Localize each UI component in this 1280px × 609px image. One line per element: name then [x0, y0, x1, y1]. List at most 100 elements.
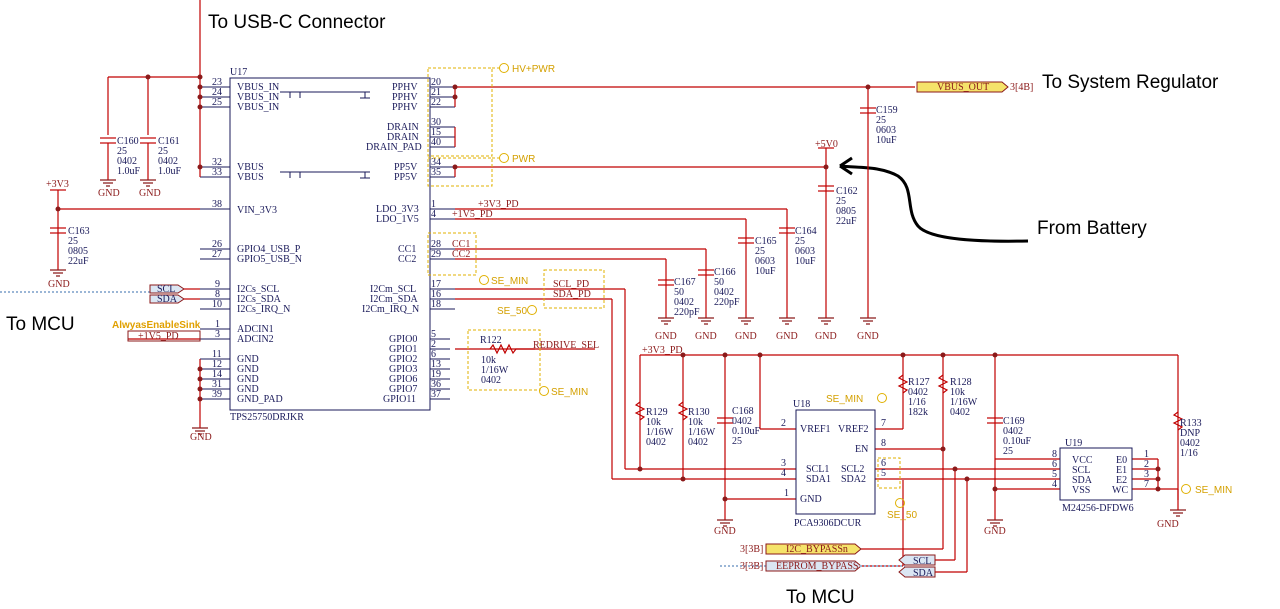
port-sda: SDA	[157, 294, 178, 305]
gnd-label: GND	[735, 331, 757, 342]
cap-voltage: 25	[836, 196, 846, 207]
u17-pin-num: 27	[212, 249, 222, 260]
cap-package: 0402	[117, 156, 137, 167]
svg-text:2: 2	[1144, 459, 1149, 470]
u17-pin-num: 13	[431, 359, 441, 370]
battery-arrow	[839, 156, 1029, 243]
vbus-out-port	[916, 81, 1009, 93]
svg-text:6: 6	[1052, 459, 1057, 470]
res-power: 1/16W	[481, 365, 509, 376]
cap-voltage: 25	[755, 246, 765, 257]
cap-ref: C163	[68, 226, 90, 237]
wires	[57, 0, 1179, 573]
u17-pin-num: 15	[431, 127, 441, 138]
u17-pin-name: PPHV	[392, 92, 418, 103]
cap-package: 0805	[68, 246, 88, 257]
res-package: 0402	[688, 437, 708, 448]
gnd-label: GND	[48, 279, 70, 290]
cap-voltage: 25	[117, 146, 127, 157]
u17-pin-num: 24	[212, 87, 222, 98]
u17-pin-num: 25	[212, 97, 222, 108]
gnd-label: GND	[776, 331, 798, 342]
cap-ref: C160	[117, 136, 139, 147]
u17-pin-name: DRAIN	[387, 132, 419, 143]
u17-pin-name: VBUS_IN	[237, 92, 279, 103]
svg-text:VREF1: VREF1	[800, 424, 831, 435]
svg-text:SCL2: SCL2	[841, 464, 864, 475]
cap-ref: C168	[732, 406, 754, 417]
param-pwr: PWR	[512, 154, 535, 165]
u17-pin-num: 20	[431, 77, 441, 88]
res-package: 182k	[908, 407, 928, 418]
cap-package: 0.10uF	[732, 426, 761, 437]
annotation-usb-c: To USB-C Connector	[208, 12, 386, 33]
svg-text:3: 3	[1144, 469, 1149, 480]
svg-text:4: 4	[1052, 479, 1057, 490]
u17-pin-name: PP5V	[394, 162, 418, 173]
u17-pin-name: PPHV	[392, 82, 418, 93]
gnd-label: GND	[815, 331, 837, 342]
u17-pin-name: PPHV	[392, 102, 418, 113]
res-package: 0402	[950, 407, 970, 418]
res-power: 1/16W	[646, 427, 674, 438]
u17-pin-name: GND	[237, 364, 259, 375]
svg-text:SDA2: SDA2	[841, 474, 866, 485]
cap-value: 25	[732, 436, 742, 447]
net-3v3-pd: +3V3_PD	[478, 199, 519, 210]
u17-pin-num: 6	[431, 349, 436, 360]
u17-pin-num: 3	[215, 329, 220, 340]
vbus-out-ref: 3[4B]	[1010, 82, 1033, 93]
res-power: 1/16	[908, 397, 926, 408]
res-value: 10k	[481, 355, 496, 366]
u17-pin-num: 26	[212, 239, 222, 250]
annotation-from-battery: From Battery	[1037, 218, 1147, 239]
capacitors: C160 25 0402 1.0uF C161 25 0402 1.0uF C1…	[50, 105, 1032, 457]
u17-pin-num: 22	[431, 97, 441, 108]
cap-value: 10uF	[795, 256, 816, 267]
u17-body	[229, 77, 431, 411]
left-i2c-ports: SCL SDA	[0, 284, 200, 305]
gnd-label: GND	[655, 331, 677, 342]
svg-text:4: 4	[781, 468, 786, 479]
cap-ref: C166	[714, 267, 736, 278]
svg-text:E1: E1	[1116, 465, 1127, 476]
net-cc2: CC2	[452, 249, 470, 260]
param-se-min-4: SE_MIN	[1195, 485, 1232, 496]
gnd-label: GND	[857, 331, 879, 342]
svg-text:6: 6	[881, 458, 886, 469]
svg-text:5: 5	[881, 468, 886, 479]
gnd-label: GND	[714, 526, 736, 537]
u17-pin-name: DRAIN_PAD	[366, 142, 422, 153]
cap-ref: C167	[674, 277, 696, 288]
cap-value: 10uF	[876, 135, 897, 146]
u17-pin-num: 31	[212, 379, 222, 390]
p1v5-pd-port	[127, 330, 201, 342]
svg-text:SCL: SCL	[1072, 465, 1090, 476]
u17-ref: U17	[230, 67, 247, 78]
u17-pin-num: 9	[215, 279, 220, 290]
u18-ref: U18	[793, 399, 810, 410]
res-ref: R127	[908, 377, 930, 388]
gnd-label: GND	[98, 188, 120, 199]
u17-pin-num: 35	[431, 167, 441, 178]
res-package: 1/16	[1180, 448, 1198, 459]
u17-pin-num: 30	[431, 117, 441, 128]
u17-pin-name: VBUS	[237, 172, 264, 183]
cap-value: 220pF	[714, 297, 740, 308]
net-redrive-sel: REDRIVE_SEL	[533, 340, 599, 351]
u17-pin-name: GPIO4_USB_P	[237, 244, 301, 255]
u17-pin-num: 39	[212, 389, 222, 400]
u17-pin-name: ADCIN1	[237, 324, 274, 335]
u17-pin-name: GND	[237, 384, 259, 395]
u17-pin-num: 36	[431, 379, 441, 390]
svg-text:VSS: VSS	[1072, 485, 1090, 496]
u17-pin-name: LDO_3V3	[376, 204, 419, 215]
u17-pin-name: VIN_3V3	[237, 205, 277, 216]
u17-pin-name: GPIO0	[389, 334, 417, 345]
always-enable-sink: AlwyasEnableSink	[112, 320, 201, 331]
param-se-min-1: SE_MIN	[491, 276, 528, 287]
u17-pin-num: 2	[431, 339, 436, 350]
u17-pin-name: GPIO7	[389, 384, 417, 395]
